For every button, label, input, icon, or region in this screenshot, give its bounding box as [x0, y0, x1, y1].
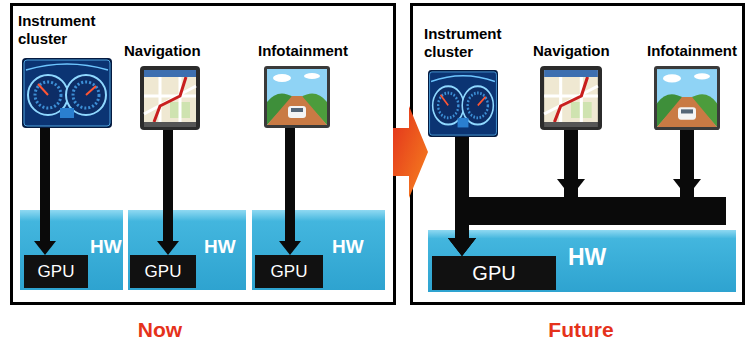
text-holder: HW — [332, 236, 364, 258]
connector-arrow — [285, 128, 295, 241]
hardware-block: GPU HW — [252, 210, 385, 290]
screen-label: Infotainment — [258, 42, 358, 60]
gpu-label: GPU — [472, 262, 515, 285]
connector-arrow — [163, 130, 173, 241]
navigation-screen — [540, 66, 602, 130]
gpu-chip: GPU — [24, 255, 88, 288]
infotainment-screen — [264, 66, 330, 128]
text-holder: HW — [568, 244, 606, 271]
hw-label: HW — [568, 244, 606, 271]
panel: Instrument clusterNavigation Infotainment… — [10, 3, 396, 305]
text-holder: Now — [100, 318, 220, 342]
gpu-label: GPU — [271, 262, 308, 282]
gpu-chip: GPU — [130, 255, 196, 288]
screen-label: Infotainment — [647, 42, 741, 60]
panel-heading: Future — [511, 318, 651, 342]
hw-label: HW — [332, 236, 364, 258]
hardware-block: GPU HW — [20, 210, 123, 290]
screen-label: Instrument cluster — [18, 12, 118, 48]
text-holder: Future — [511, 318, 651, 342]
gpu-chip: GPU — [432, 256, 556, 290]
connector-arrow — [462, 130, 571, 238]
gpu-chip: GPU — [255, 255, 323, 288]
instrument-screen — [428, 70, 498, 137]
screen-illustrations — [22, 58, 720, 137]
transition-arrow — [393, 106, 428, 198]
connector-arrow — [40, 128, 50, 241]
instrument-screen — [22, 58, 112, 128]
screen-label: Navigation — [533, 42, 623, 60]
hardware-block: GPU HW — [128, 210, 246, 290]
screen-label: Navigation — [124, 42, 214, 60]
text-holder: HW — [204, 236, 236, 258]
panel-heading: Now — [100, 318, 220, 342]
text-holder: HW — [90, 236, 122, 258]
infotainment-screen — [654, 66, 720, 130]
screen-label: Instrument cluster — [424, 25, 524, 61]
hw-label: HW — [204, 236, 236, 258]
hw-label: HW — [90, 236, 122, 258]
connector-arrow — [462, 130, 687, 238]
navigation-screen — [140, 66, 200, 130]
gpu-label: GPU — [38, 262, 75, 282]
gpu-label: GPU — [145, 262, 182, 282]
connector-layer — [45, 128, 687, 241]
hardware-block: GPU HW — [428, 230, 736, 292]
